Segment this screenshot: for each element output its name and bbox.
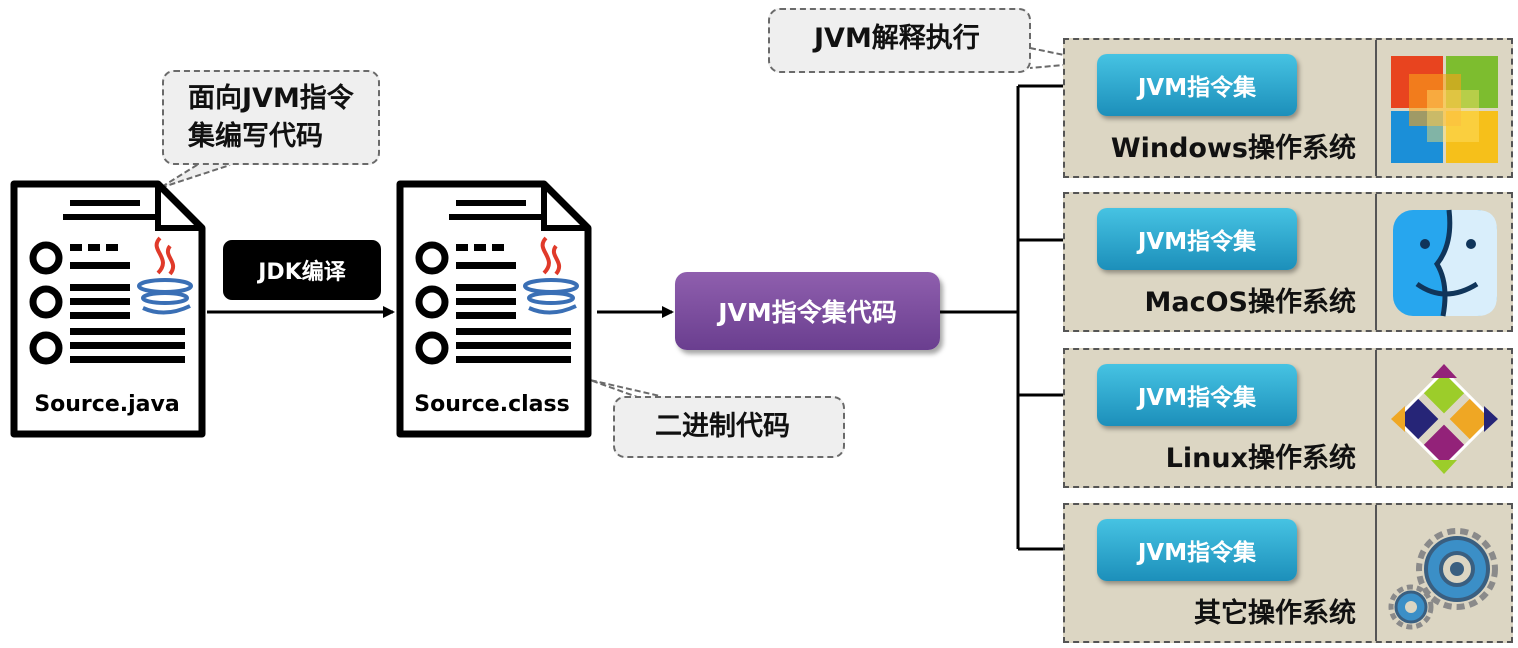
jvm-instruction-code-box: JVM指令集代码 <box>675 272 940 350</box>
windows-logo-icon <box>1391 56 1498 163</box>
source-class-label: Source.class <box>414 392 570 417</box>
os-divider <box>1375 40 1377 176</box>
callout-line-1: 面向JVM指令 <box>188 83 354 114</box>
callout-line-2: 集编写代码 <box>188 121 323 152</box>
jvm-instruction-set-button: JVM指令集 <box>1097 364 1297 426</box>
os-name-label: MacOS操作系统 <box>1144 287 1357 318</box>
os-panel-macos: JVM指令集 MacOS操作系统 <box>1063 192 1513 332</box>
os-divider <box>1375 350 1377 486</box>
jvm-instruction-set-button: JVM指令集 <box>1097 519 1297 581</box>
source-java-label: Source.java <box>34 392 180 417</box>
os-panel-windows: JVM指令集 Windows操作系统 <box>1063 38 1513 178</box>
callout-interpret-text: JVM解释执行 <box>814 23 980 54</box>
jvm-instruction-set-button: JVM指令集 <box>1097 208 1297 270</box>
os-name-label: Linux操作系统 <box>1165 443 1356 474</box>
jdk-compile-label: JDK编译 <box>223 240 381 300</box>
class-file-icon <box>396 180 592 438</box>
os-panel-other: JVM指令集 其它操作系统 <box>1063 503 1513 643</box>
os-divider <box>1375 194 1377 330</box>
callout-tail-interpret <box>1029 47 1099 69</box>
jvm-instruction-set-button: JVM指令集 <box>1097 54 1297 116</box>
os-name-label: 其它操作系统 <box>1194 598 1356 629</box>
macos-finder-icon <box>1393 209 1497 317</box>
callout-write-code: 面向JVM指令 集编写代码 <box>162 70 380 165</box>
callout-tail-binary <box>589 379 661 399</box>
callout-jvm-interpret: JVM解释执行 <box>768 8 1031 73</box>
java-source-file-icon <box>10 180 206 438</box>
os-panel-linux: JVM指令集 Linux操作系统 <box>1063 348 1513 488</box>
os-divider <box>1375 505 1377 641</box>
callout-binary-code: 二进制代码 <box>613 396 845 458</box>
callout-tail-top-left <box>159 159 231 189</box>
linux-centos-icon <box>1391 364 1498 474</box>
gears-icon <box>1388 528 1498 630</box>
os-name-label: Windows操作系统 <box>1110 133 1356 164</box>
callout-binary-text: 二进制代码 <box>655 411 790 442</box>
